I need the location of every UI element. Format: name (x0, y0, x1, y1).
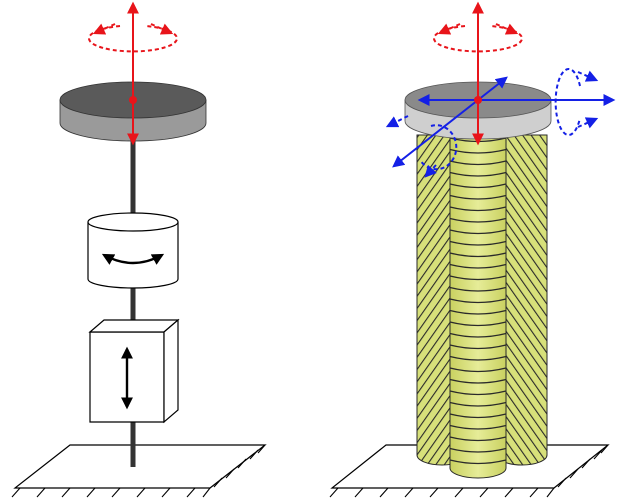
right-torsion-indicator-icon (433, 23, 523, 53)
left-axial-spring (88, 318, 180, 424)
fiber-ring (449, 378, 507, 384)
rotation-arrow-icon (101, 253, 165, 265)
right-bending-y-indicator-icon (385, 115, 458, 178)
fiber-ring (449, 436, 507, 442)
right-helical-fiber-bundle (416, 134, 548, 479)
fiber-ring (449, 217, 507, 223)
fiber-ring (449, 229, 507, 235)
fiber-ring (449, 367, 507, 373)
fiber-ring (449, 298, 507, 304)
fiber-ring (449, 459, 507, 465)
fiber-ring (449, 447, 507, 453)
fiber-rings (449, 137, 507, 465)
fiber-ring (449, 390, 507, 396)
fiber-ring (449, 263, 507, 269)
left-panel (11, 1, 267, 498)
fiber-ring (449, 160, 507, 166)
fiber-ring (449, 252, 507, 258)
fiber-ring (449, 355, 507, 361)
left-rotational-spring (87, 212, 179, 289)
right-origin-point (474, 96, 482, 104)
fiber-ring (449, 332, 507, 338)
right-diagonal-axis-arrow (392, 76, 508, 168)
right-bending-x-indicator-icon (554, 68, 599, 136)
fiber-ring (449, 171, 507, 177)
fiber-ring (449, 148, 507, 154)
fiber-ring (449, 183, 507, 189)
fiber-ring (449, 401, 507, 407)
left-torsion-indicator-icon (88, 23, 178, 53)
fiber-ring (449, 194, 507, 200)
left-vertical-axis-arrow (127, 1, 139, 146)
fiber-ring (449, 413, 507, 419)
right-panel (329, 1, 616, 498)
fiber-ring (449, 240, 507, 246)
fiber-ring (449, 321, 507, 327)
fiber-ring (449, 309, 507, 315)
fiber-ring (449, 286, 507, 292)
left-fixed-ground (11, 444, 267, 498)
fiber-ring (449, 206, 507, 212)
fiber-ring (449, 424, 507, 430)
fiber-ring (449, 344, 507, 350)
fiber-ring (449, 275, 507, 281)
